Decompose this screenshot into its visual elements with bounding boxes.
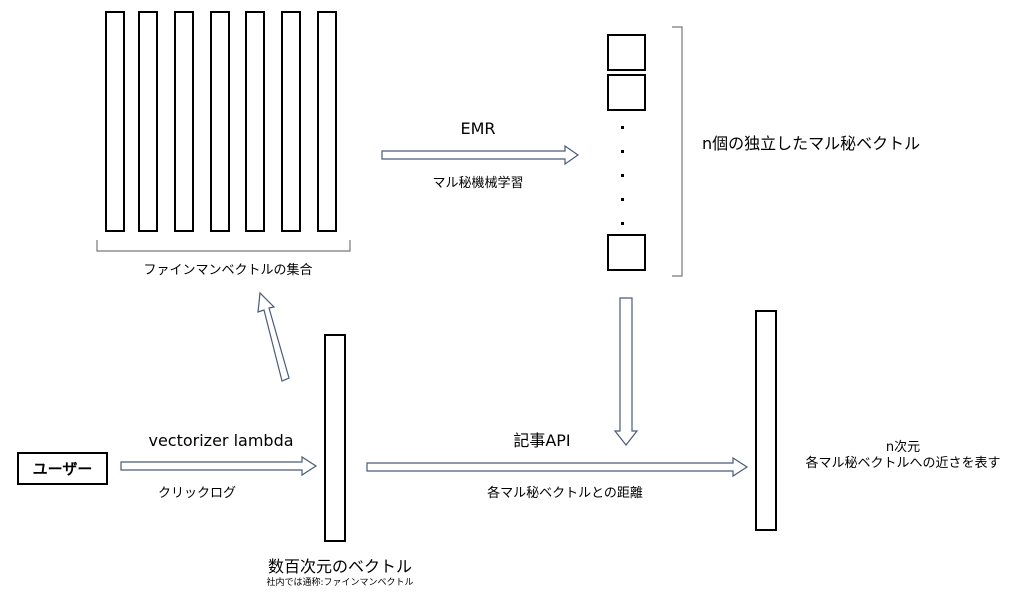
secret-bracket (672, 26, 683, 277)
fineman-set-label: ファインマンベクトルの集合 (143, 263, 313, 278)
n-dim-vector (755, 310, 777, 531)
n-vectors-label: n個の独立したマル秘ベクトル (702, 134, 921, 153)
hundreds-dim-label: 数百次元のベクトル (267, 557, 413, 576)
fineman-vector-7 (317, 11, 337, 232)
user-label: ユーザー (32, 460, 93, 478)
fineman-vector-set (105, 11, 337, 232)
ellipsis-dots (621, 126, 624, 225)
secret-vector-1 (607, 34, 646, 71)
secret-vector-n (607, 234, 646, 271)
n-dim-label: n次元 (885, 440, 921, 455)
fineman-vector-5 (245, 11, 265, 232)
article-api-label: 記事API (513, 431, 571, 450)
secret-ml-label: マル秘機械学習 (432, 176, 524, 191)
distance-label: 各マル秘ベクトルとの距離 (487, 486, 643, 501)
down-arrow (613, 297, 639, 446)
internal-name-label: 社内では通称:ファインマンベクトル (266, 578, 414, 588)
article-api-arrow (366, 456, 749, 478)
hundreds-dim-vector (324, 334, 346, 542)
closeness-label: 各マル秘ベクトルへの近さを表す (805, 456, 1001, 471)
set-bracket (96, 240, 351, 252)
emr-arrow (381, 144, 580, 166)
click-log-label: クリックログ (157, 486, 237, 501)
fineman-vector-2 (138, 11, 158, 232)
user-box: ユーザー (17, 452, 108, 485)
fineman-vector-4 (210, 11, 230, 232)
emr-label: EMR (460, 119, 496, 138)
secret-vector-2 (607, 74, 646, 111)
feedback-arrow (257, 291, 290, 382)
vectorizer-arrow (120, 455, 318, 477)
vectorizer-label: vectorizer lambda (148, 431, 294, 450)
fineman-vector-1 (105, 11, 125, 232)
fineman-vector-3 (174, 11, 194, 232)
secret-vectors (607, 34, 646, 271)
fineman-vector-6 (281, 11, 301, 232)
